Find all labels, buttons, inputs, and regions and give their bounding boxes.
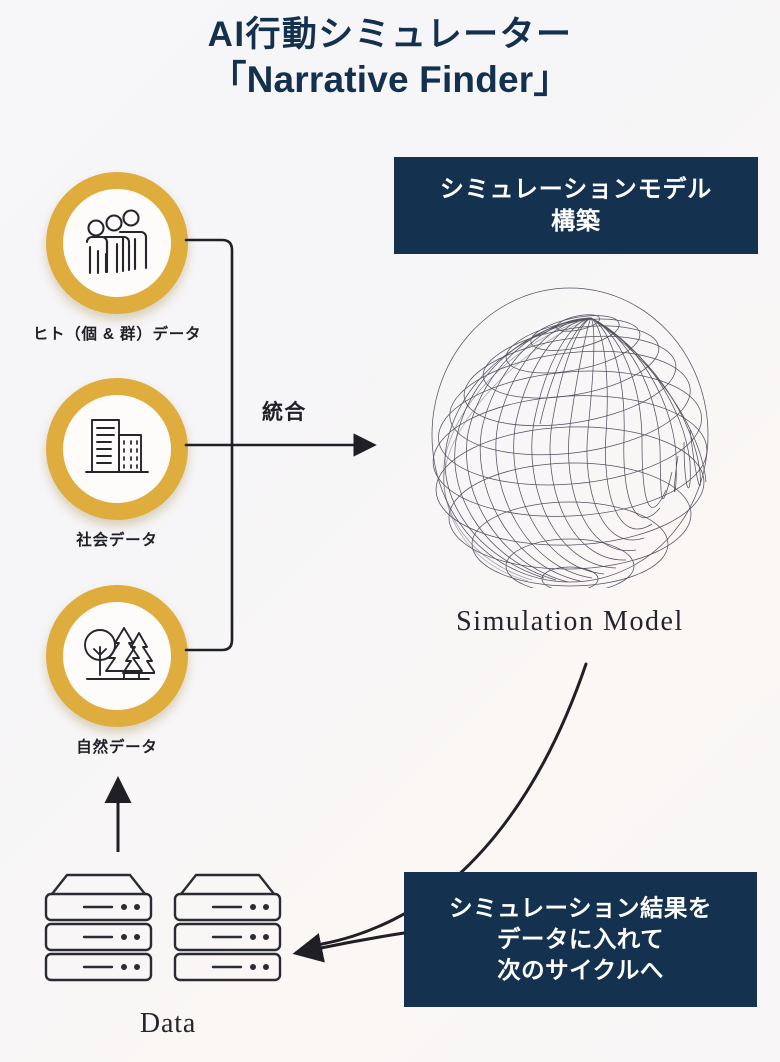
people-group-icon [85,209,148,275]
title-line-primary: AI行動シミュレーター [207,15,573,54]
integration-label: 統合 [262,401,307,424]
title-line-secondary: 「Narrative Finder」 [209,58,571,100]
feedback-line-2: データに入れて [496,925,665,952]
simulation-model-caption: Simulation Model [456,606,684,637]
input-label-society: 社会データ [76,532,158,549]
circle-inner-face [63,395,171,503]
input-node-society[interactable]: 社会データ [46,378,188,549]
model-header-box: シミュレーションモデル 構築 [394,157,758,254]
input-node-people[interactable]: ヒト（個 & 群）データ [33,172,201,343]
input-label-people: ヒト（個 & 群）データ [32,326,202,343]
feedback-box: シミュレーション結果を データに入れて 次のサイクルへ [404,872,757,1007]
model-header-line-1: シミュレーションモデル [439,175,713,203]
feedback-line-3: 次のサイクルへ [497,957,664,983]
input-node-nature[interactable]: 自然データ [46,585,188,756]
input-label-nature: 自然データ [76,739,158,756]
circle-inner-face [63,189,171,297]
circle-inner-face [63,602,171,710]
model-header-line-2: 構築 [551,207,601,235]
page-title: AI行動シミュレーター 「Narrative Finder」 [0,14,780,102]
feedback-line-1: シミュレーション結果を [449,894,712,921]
office-buildings-icon [85,419,149,473]
server-stack-icon [44,873,282,982]
trees-forest-icon [84,627,155,680]
wireframe-globe-icon [431,287,709,588]
data-caption: Data [139,1008,197,1039]
